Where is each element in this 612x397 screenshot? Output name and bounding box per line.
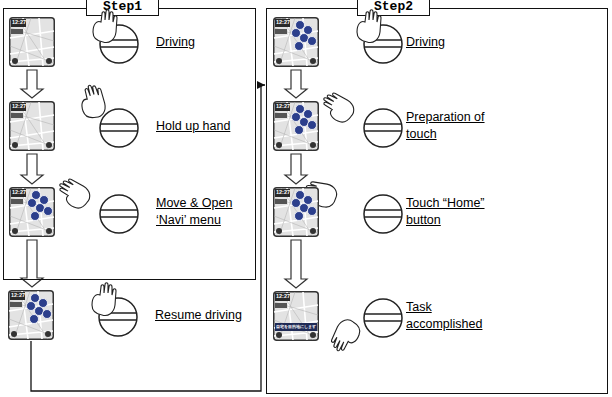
panel-title: Step1	[86, 0, 159, 16]
clock-text: 12:27	[276, 20, 290, 26]
step-label: Driving	[406, 34, 496, 51]
driver-illustration	[321, 98, 413, 154]
clock-text: 12:27	[276, 104, 290, 110]
flow-arrow	[31, 85, 265, 391]
step-panel: Step212:27Driving12:27Preparation of tou…	[266, 8, 608, 394]
screen-step: 12:27Preparation of touch	[273, 101, 496, 151]
navigation-screen: 12:27	[273, 187, 319, 237]
driver-illustration	[57, 184, 149, 240]
driver-illustration	[57, 98, 149, 154]
screen-step: 12:27Driving	[9, 17, 256, 67]
step-label: Touch “Home” button	[406, 195, 496, 229]
step-arrow	[285, 240, 307, 288]
navigation-screen: 12:27	[273, 17, 319, 67]
clock-text: 12:27	[12, 104, 26, 110]
clock-text: 12:27	[11, 293, 25, 299]
driver-illustration	[321, 288, 413, 344]
clock-text: 12:27	[12, 190, 26, 196]
screen-step: 12:27Touch “Home” button	[273, 187, 496, 237]
driver-illustration	[56, 287, 148, 343]
step-label: Preparation of touch	[406, 109, 496, 143]
driver-illustration	[321, 14, 413, 70]
step-label: Driving	[156, 34, 256, 51]
screen-step: 12:27Driving	[273, 17, 496, 67]
screen-step: 12:27Resume driving	[8, 290, 255, 340]
step-arrow	[21, 70, 43, 98]
screen-step: 12:27Move & Open ‘Navi’ menu	[9, 187, 256, 237]
step-label: Move & Open ‘Navi’ menu	[156, 195, 256, 229]
step-arrow	[285, 154, 307, 184]
step-arrow	[21, 154, 43, 184]
navigation-screen: 12:27	[273, 101, 319, 151]
step-arrow	[285, 70, 307, 98]
navigation-screen: 12:27	[9, 187, 55, 237]
clock-text: 12:27	[276, 190, 290, 196]
step-label: Resume driving	[155, 307, 255, 324]
step-label: Hold up hand	[156, 118, 256, 135]
navigation-screen: 12:27	[9, 17, 55, 67]
clock-text: 12:27	[12, 20, 26, 26]
step-panel: Step112:27Driving12:27Hold up hand12:27M…	[3, 8, 256, 280]
navigation-screen: 12:27 自宅を目的地にします	[273, 291, 319, 341]
driver-illustration	[57, 14, 149, 70]
clock-text: 12:27	[276, 294, 290, 300]
navigation-screen: 12:27	[8, 290, 54, 340]
step-label: Task accomplished	[406, 299, 496, 333]
screen-step: 12:27 自宅を目的地にします Task accomplished	[273, 291, 496, 341]
screen-step: 12:27Hold up hand	[9, 101, 256, 151]
banner-text: 自宅を目的地にします	[276, 325, 316, 329]
driver-illustration	[321, 184, 413, 240]
navigation-screen: 12:27	[9, 101, 55, 151]
